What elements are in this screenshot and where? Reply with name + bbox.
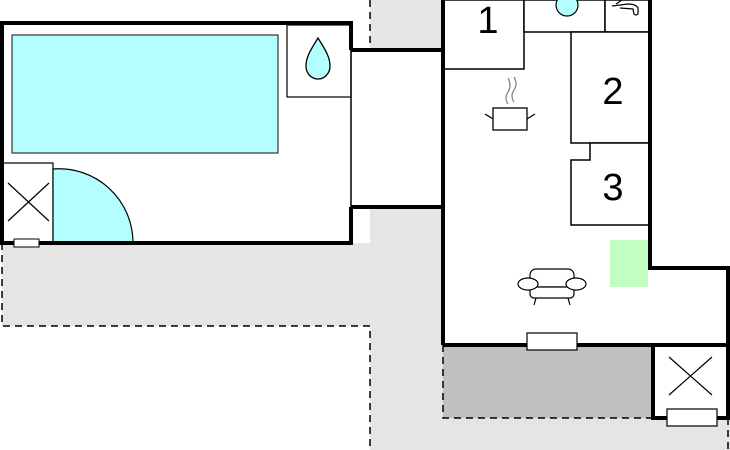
pool (11, 34, 279, 154)
fireplace-x-icon-2 (668, 356, 713, 396)
right-building-walls (441, 0, 730, 420)
tap-icon (611, 0, 639, 16)
room-label-2: 2 (602, 71, 623, 113)
left-building-walls (0, 21, 443, 245)
window (666, 408, 718, 427)
bed-marker (610, 240, 648, 287)
room-label-1: 1 (477, 0, 498, 42)
water-drop-icon (305, 36, 331, 80)
corridor-floor (351, 50, 443, 207)
armchair-icon (517, 268, 587, 306)
window (13, 238, 40, 248)
fireplace-x-icon (7, 182, 50, 222)
tap-room (604, 0, 651, 33)
fireplace-box-2 (653, 345, 728, 418)
door-swing (52, 168, 134, 244)
cooking-pot-icon (484, 76, 536, 131)
toilet-icon (555, 0, 579, 17)
covered-terrace (443, 345, 653, 418)
room-label-3: 3 (602, 167, 623, 209)
room-2 (570, 31, 651, 144)
room-1 (442, 0, 525, 70)
window (526, 332, 578, 351)
